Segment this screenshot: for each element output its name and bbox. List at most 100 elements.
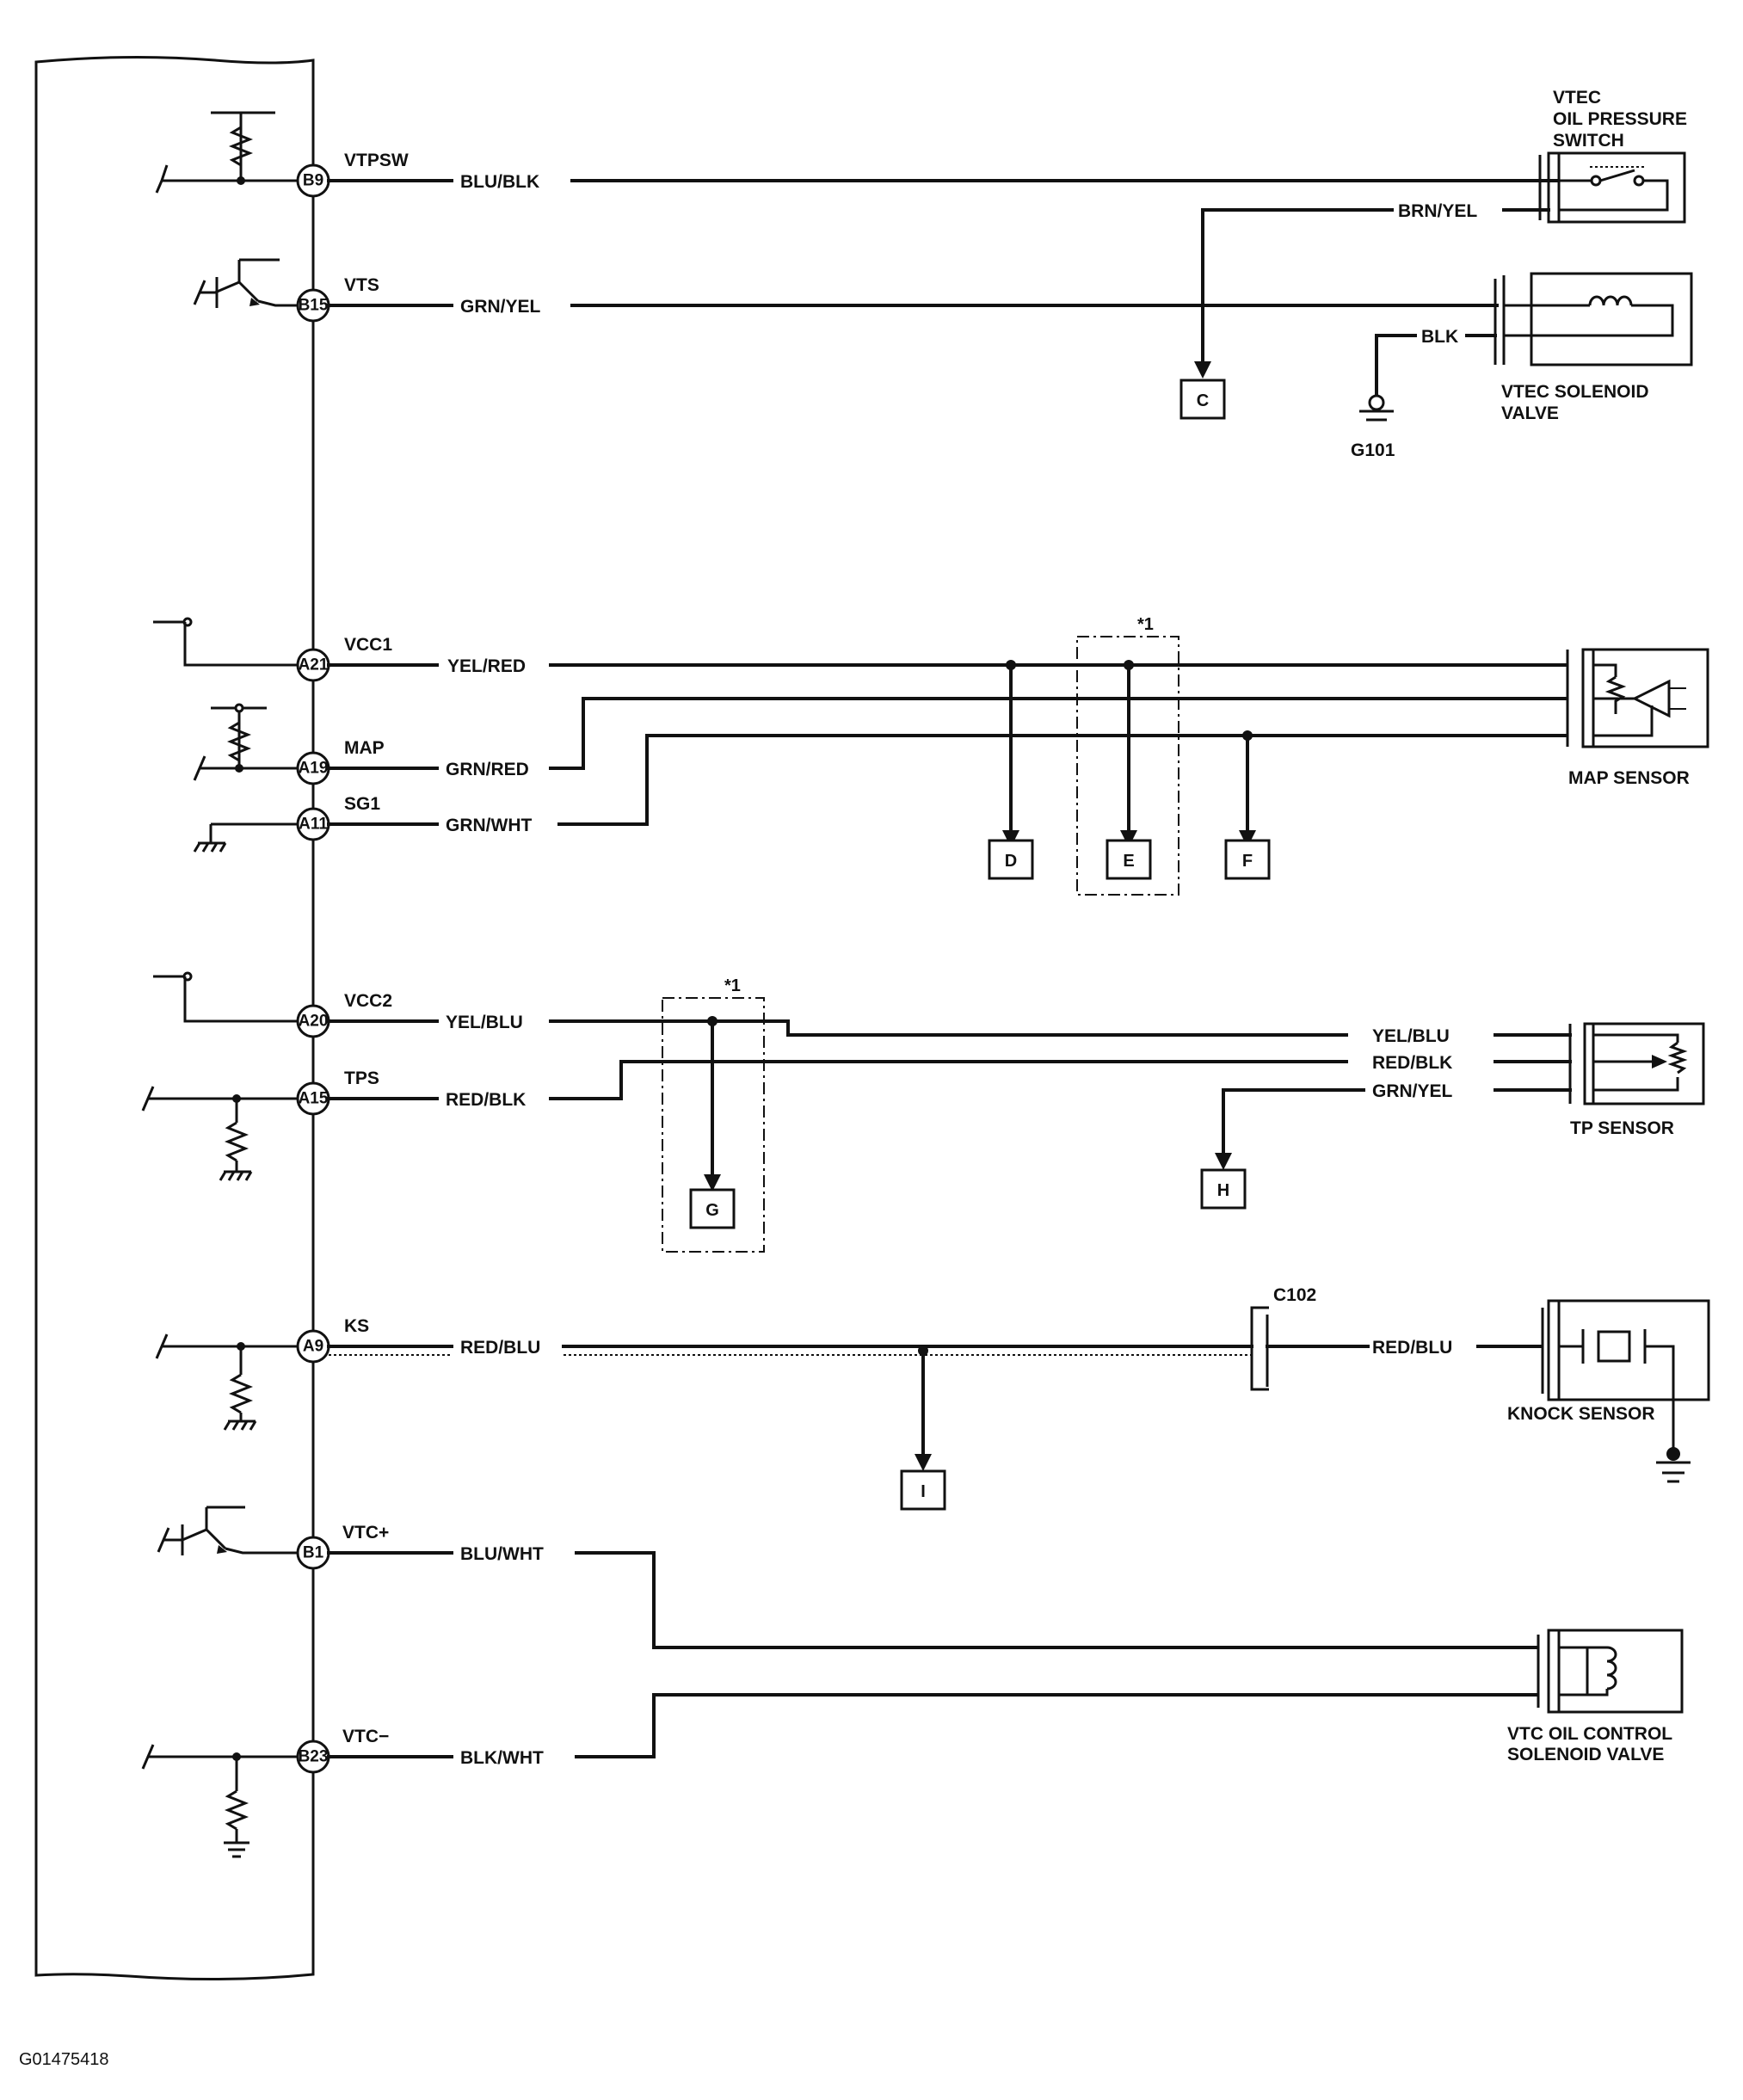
wire-b1: [575, 1551, 1537, 1649]
wire-a20: [549, 1019, 1348, 1037]
pin-b15: B15 VTS GRN/YEL: [296, 275, 1499, 323]
vtc-valve-label-2: SOLENOID VALVE: [1507, 1745, 1664, 1764]
vtc-oil-control-solenoid-valve: VTC OIL CONTROL SOLENOID VALVE: [1507, 1629, 1684, 1764]
ks-internal: [155, 1333, 298, 1431]
vtec-switch-label-1: VTEC: [1553, 88, 1601, 108]
junction-h-label: H: [1217, 1181, 1229, 1200]
signal-vtc-minus: VTC−: [342, 1727, 389, 1746]
pin-a21: A21 VCC1 YEL/RED: [296, 635, 1567, 682]
pin-a20-label: A20: [299, 1013, 329, 1031]
wire-a11-label: GRN/WHT: [446, 816, 532, 835]
junction-g: G: [689, 1188, 736, 1229]
vtec-switch-label-3: SWITCH: [1553, 131, 1624, 151]
junction-e-label: E: [1123, 852, 1134, 871]
vtec-solenoid-valve: VTEC SOLENOID VALVE: [1494, 272, 1693, 423]
knock-sensor: KNOCK SENSOR: [1507, 1299, 1710, 1483]
wire-blk: BLK G101: [1351, 327, 1497, 460]
pin-b9: B9 VTPSW BLU/BLK: [296, 151, 1559, 198]
junction-f-label: F: [1242, 852, 1253, 871]
wire-blk-label: BLK: [1421, 327, 1458, 347]
signal-vtpsw: VTPSW: [344, 151, 409, 170]
pin-a21-label: A21: [299, 656, 329, 674]
wire-b15-label: GRN/YEL: [460, 297, 541, 317]
figure-id: G01475418: [19, 2050, 109, 2069]
junction-g-label: G: [705, 1201, 719, 1220]
vtpsw-internal: [155, 111, 299, 194]
signal-vtc-plus: VTC+: [342, 1523, 389, 1543]
junction-i: I: [900, 1469, 946, 1511]
wire-b23-label: BLK/WHT: [460, 1748, 544, 1768]
tp-sensor-label: TP SENSOR: [1570, 1118, 1674, 1138]
wire-a20-label: YEL/BLU: [446, 1013, 523, 1032]
signal-map: MAP: [344, 738, 385, 758]
pin-a15-label: A15: [299, 1090, 329, 1108]
tp-sensor: TP SENSOR: [1568, 1022, 1705, 1138]
signal-vts: VTS: [344, 275, 379, 295]
junction-c-label: C: [1197, 391, 1209, 410]
vtec-solenoid-label-1: VTEC SOLENOID: [1501, 382, 1649, 402]
wire-a19-label: GRN/RED: [446, 760, 529, 779]
vtec-solenoid-label-2: VALVE: [1501, 403, 1559, 423]
junction-d-label: D: [1005, 852, 1017, 871]
vts-internal: [193, 258, 298, 308]
wire-b9-label: BLU/BLK: [460, 172, 539, 192]
ks-branch: [915, 1346, 932, 1471]
junction-c: C: [1179, 379, 1226, 420]
wire-b1-label: BLU/WHT: [460, 1544, 544, 1564]
vcc2-internal: [153, 971, 298, 1023]
pin-b9-label: B9: [303, 172, 323, 190]
pin-a11: A11 SG1 GRN/WHT: [296, 734, 1567, 841]
vtec-switch-label-2: OIL PRESSURE: [1553, 109, 1687, 129]
shield-note-1: *1: [1137, 615, 1154, 634]
pin-a9: A9 KS RED/BLU: [296, 1316, 1253, 1364]
wire-b23: [575, 1693, 1537, 1758]
signal-tps: TPS: [344, 1068, 379, 1088]
map-internal: [193, 703, 298, 781]
wire-a15-label: RED/BLK: [446, 1090, 526, 1110]
ecm-outline: [34, 55, 315, 1981]
vtc-valve-label-1: VTC OIL CONTROL: [1507, 1724, 1672, 1744]
junction-i-label: I: [921, 1482, 926, 1501]
signal-ks: KS: [344, 1316, 369, 1336]
ground-g101: G101: [1351, 440, 1395, 460]
map-sensor-label: MAP SENSOR: [1568, 768, 1690, 788]
wire-tp-grn-yel-label: GRN/YEL: [1372, 1081, 1453, 1101]
pin-a20: A20 VCC2 YEL/BLU: [296, 991, 1348, 1038]
junction-f: F: [1224, 839, 1271, 880]
vtec-oil-pressure-switch: VTEC OIL PRESSURE SWITCH: [1538, 88, 1687, 224]
pin-a15: A15 TPS RED/BLK: [296, 1060, 1348, 1116]
connector-c102: C102 RED/BLU: [1250, 1285, 1542, 1391]
wire-ks-red-blu-label: RED/BLU: [1372, 1338, 1452, 1358]
vtc-minus-internal: [141, 1744, 298, 1858]
junction-h: H: [1200, 1168, 1247, 1210]
wire-brn-yel: BRN/YEL: [1194, 201, 1550, 379]
wire-brn-yel-label: BRN/YEL: [1398, 201, 1477, 221]
pin-b1: B1 VTC+ BLU/WHT: [296, 1523, 1537, 1649]
pin-a19-label: A19: [299, 760, 329, 778]
pin-b23: B23 VTC− BLK/WHT: [296, 1693, 1537, 1774]
pin-a11-label: A11: [299, 816, 328, 834]
junction-d: D: [988, 839, 1034, 880]
signal-sg1: SG1: [344, 794, 380, 814]
wire-a11: [557, 734, 1567, 826]
wire-tp-yel-blu-label: YEL/BLU: [1372, 1026, 1450, 1046]
knock-sensor-label: KNOCK SENSOR: [1507, 1404, 1655, 1424]
signal-vcc2: VCC2: [344, 991, 392, 1011]
pin-b15-label: B15: [299, 297, 329, 315]
pin-b23-label: B23: [299, 1748, 329, 1766]
pin-b1-label: B1: [303, 1544, 324, 1562]
pin-a19: A19 MAP GRN/RED: [296, 697, 1567, 785]
shield-note-2: *1: [724, 976, 741, 995]
wire-a19: [549, 697, 1567, 770]
tps-internal: [141, 1086, 298, 1181]
tp-sensor-wires: YEL/BLU RED/BLK GRN/YEL: [1372, 1026, 1572, 1101]
connector-c102-label: C102: [1273, 1285, 1316, 1305]
wire-a15: [549, 1060, 1348, 1100]
wire-tp-red-blk-label: RED/BLK: [1372, 1053, 1452, 1073]
wire-a21-label: YEL/RED: [447, 656, 526, 676]
vtc-plus-internal: [157, 1506, 298, 1555]
signal-vcc1: VCC1: [344, 635, 392, 655]
pin-a9-label: A9: [303, 1338, 323, 1356]
sg1-internal: [193, 822, 298, 853]
